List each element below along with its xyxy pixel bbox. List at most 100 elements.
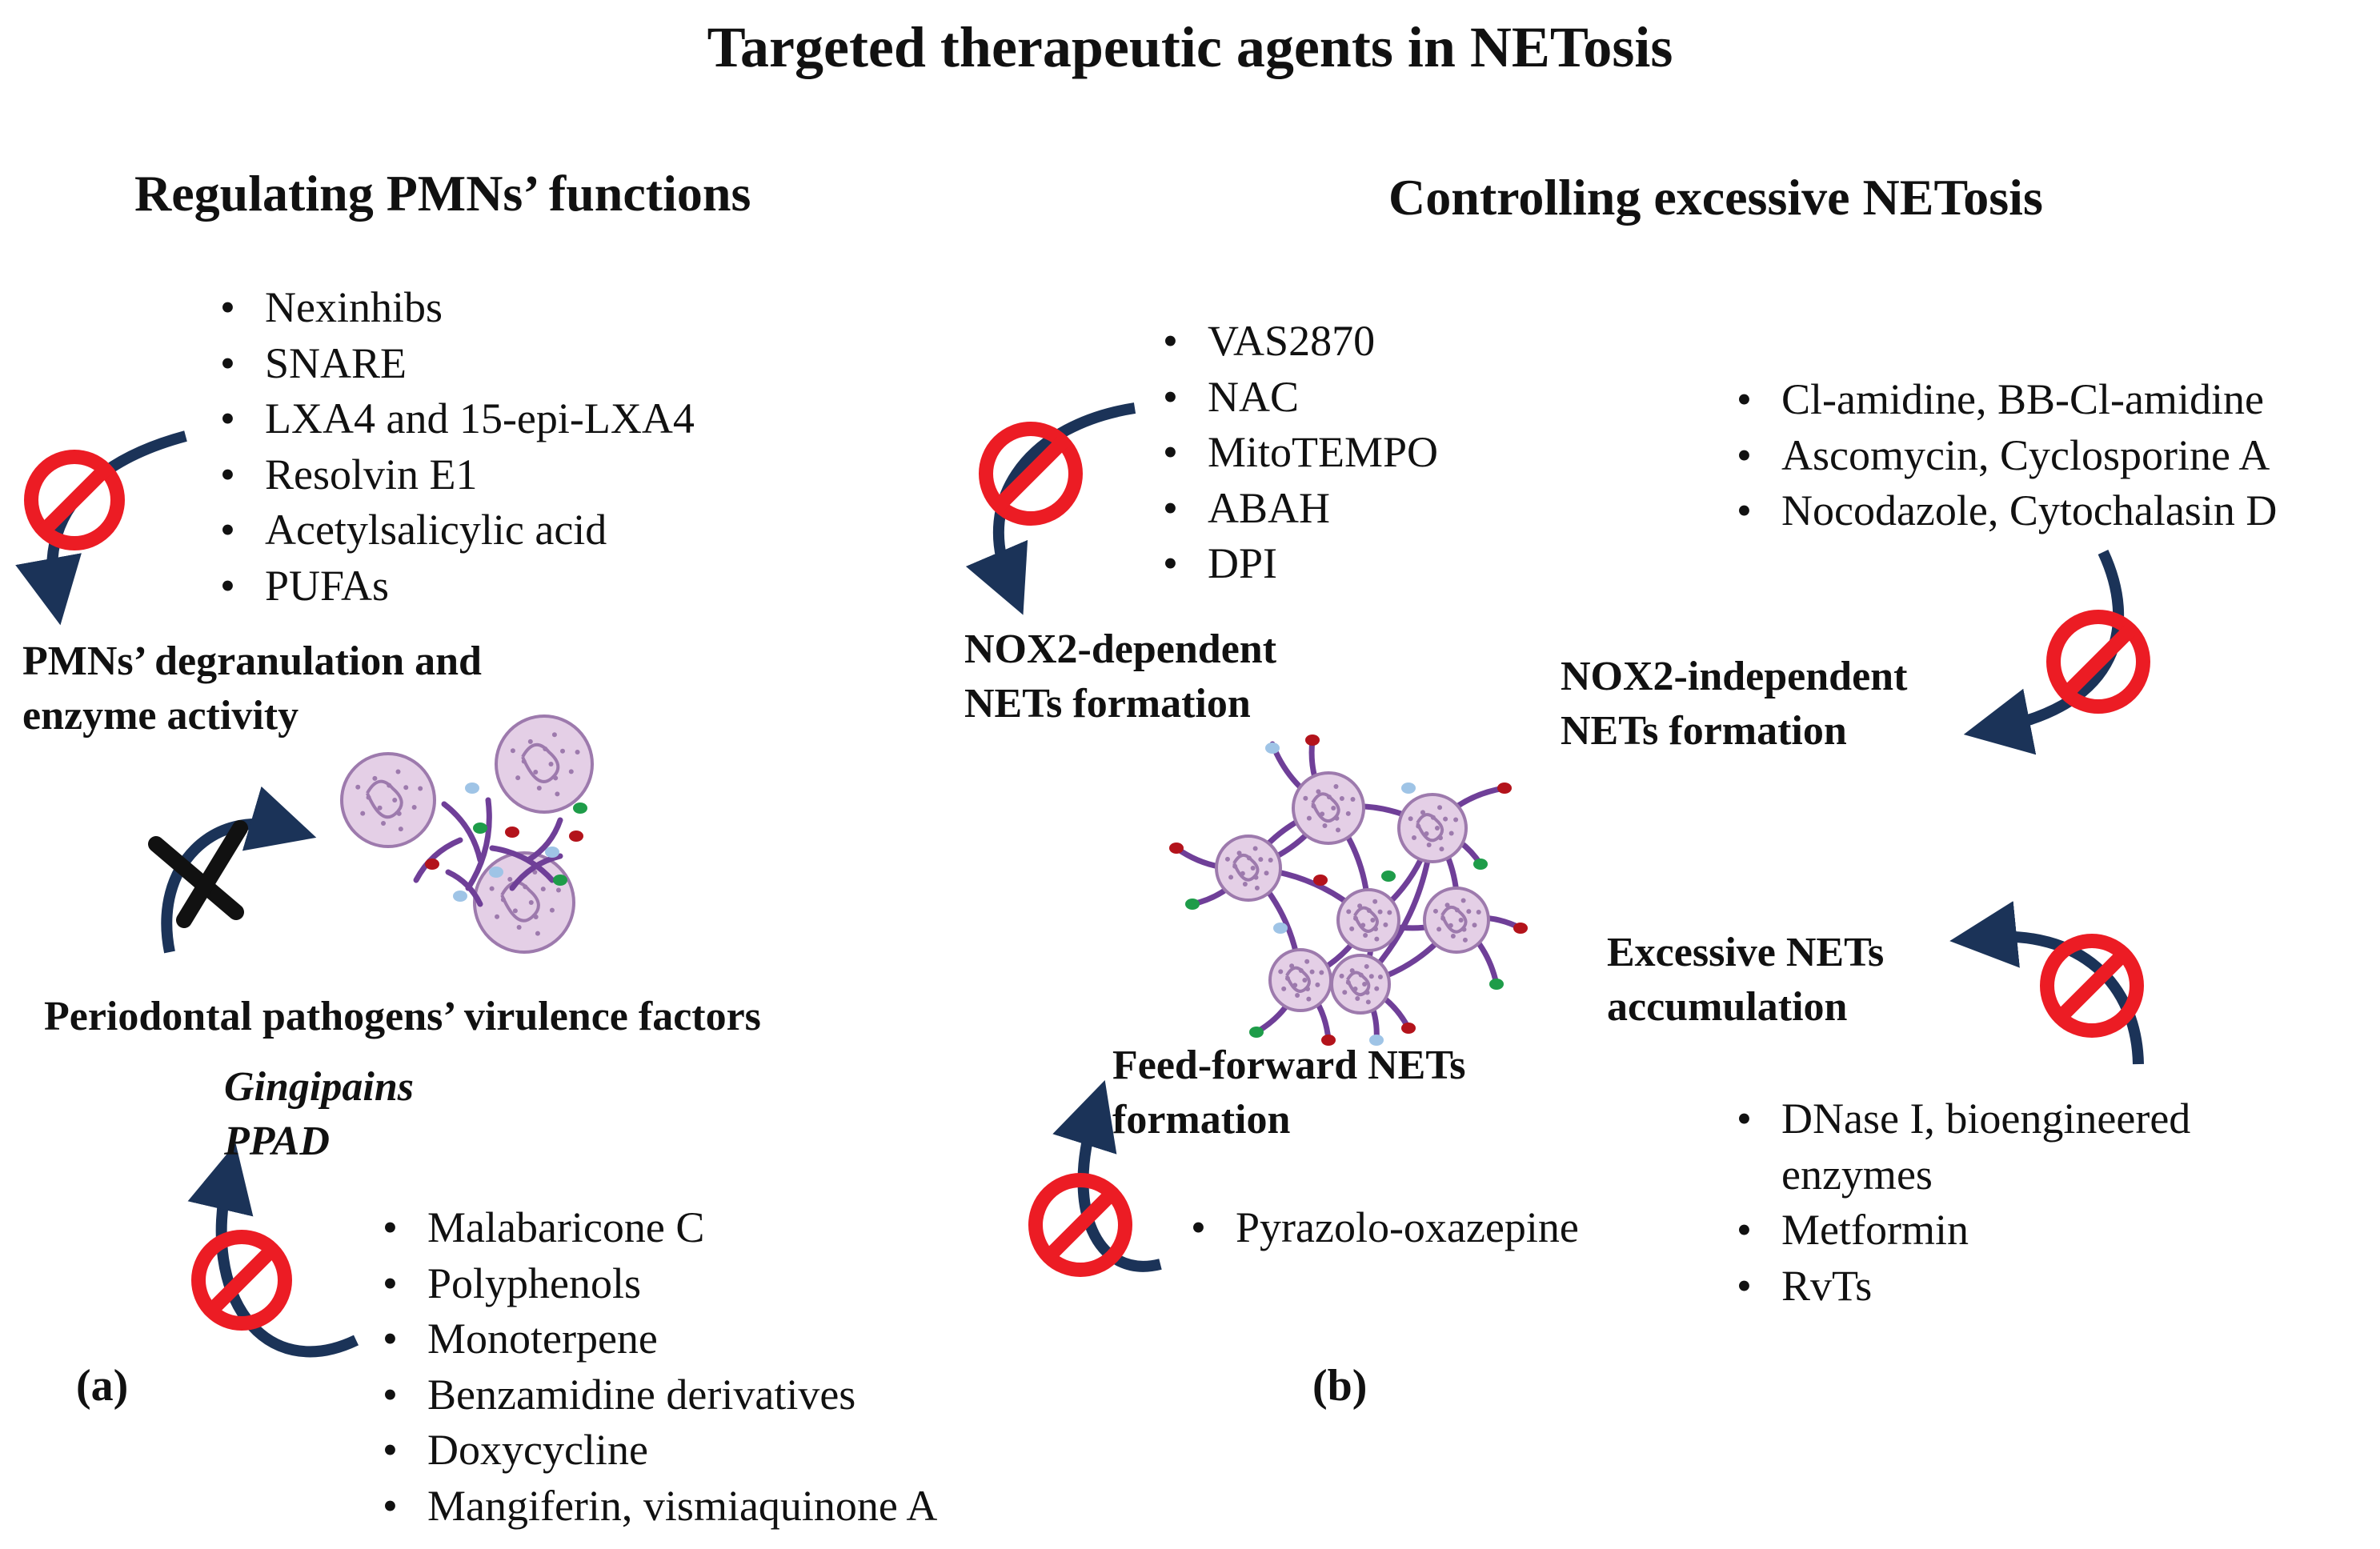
neutrophil-cell-icon [340,752,436,848]
granule [425,859,439,870]
list-item: NAC [1155,370,1438,426]
cross-mark-icon [148,820,248,928]
granule [573,803,587,814]
granule [553,875,567,886]
neutrophil-cell-icon [1215,835,1282,902]
neutrophil-cell-icon [1397,793,1468,863]
nox2-indep-inhibitor-list: Cl-amidine, BB-Cl-amidineAscomycin, Cycl… [1729,372,2277,539]
accumulation-prohibition-icon [2040,934,2144,1038]
panel-a-heading: Regulating PMNs’ functions [134,165,751,222]
list-item: Malabaricone C [375,1200,937,1256]
chromatin-fiber [509,853,563,891]
list-item: Monoterpene [375,1311,937,1367]
list-item: Cl-amidine, BB-Cl-amidine [1729,372,2277,428]
chromatin-fiber [413,837,463,883]
granule [1513,923,1528,934]
accumulation-label-line: Excessive NETs [1607,930,1885,975]
neutrophil-cell-icon [1336,888,1400,952]
granule [473,823,487,834]
list-item: DNase I, bioengineered [1729,1091,2190,1147]
panel-b-heading: Controlling excessive NETosis [1388,169,2043,226]
list-item: LXA4 and 15-epi-LXA4 [212,391,695,447]
list-item: Polyphenols [375,1256,937,1312]
nox2-dep-prohibition-icon [979,422,1083,526]
virulence-factor-names: Gingipains PPAD [224,1060,414,1169]
granule [1185,899,1200,910]
list-item: RvTs [1729,1259,2190,1315]
feed-forward-curved-arrow-icon [1052,1079,1162,1272]
nox2-dep-label-line: NETs formation [964,681,1251,726]
list-item: Metformin [1729,1203,2190,1259]
degranulation-label-line: PMNs’ degranulation and [22,638,482,684]
net-mesh-icon [1169,734,1528,1046]
list-item: Nocodazole, Cytochalasin D [1729,483,2277,539]
neutrophil-cell-icon [1330,954,1391,1015]
degranulation-label: PMNs’ degranulation and enzyme activity [22,634,482,743]
nox2-indep-label-line: NOX2-independent [1561,654,1908,699]
granule [1369,1035,1384,1046]
chromatin-fiber [465,797,492,891]
pmn-prohibition-icon [24,450,125,550]
granule [1265,742,1280,754]
neutrophil-cell-icon [473,851,575,954]
granule [1313,875,1328,886]
virulence-inhibitor-list: Malabaricone CPolyphenolsMonoterpeneBenz… [375,1200,937,1534]
granule [569,831,583,842]
list-item: PUFAs [212,558,695,614]
list-item: Resolvin E1 [212,447,695,503]
granule [1321,1035,1336,1046]
list-item: Ascomycin, Cyclosporine A [1729,428,2277,484]
virulence-factor: Gingipains [224,1064,414,1110]
list-item: Pyrazolo-oxazepine [1183,1200,1579,1256]
feed-forward-label-line: formation [1112,1097,1291,1143]
list-item: ABAH [1155,481,1438,537]
chromatin-fiber [489,845,555,883]
pmn-inhibitor-list: NexinhibsSNARELXA4 and 15-epi-LXA4Resolv… [212,280,695,614]
list-item: Nexinhibs [212,280,695,336]
accumulation-label-line: accumulation [1607,984,1848,1030]
chromatin-fiber [441,801,483,863]
granule [505,827,519,838]
nox2-dep-inhibitor-list: VAS2870NACMitoTEMPOABAHDPI [1155,314,1438,592]
blocked-curved-arrow-icon [161,786,317,954]
granule [1473,859,1488,870]
list-item: MitoTEMPO [1155,425,1438,481]
list-item: Acetylsalicylic acid [212,502,695,558]
granule [1305,734,1320,746]
neutrophil-cell-icon [495,714,594,814]
list-item: SNARE [212,336,695,392]
granule [545,847,559,858]
neutrophil-cell-icon [1423,887,1490,954]
degranulation-label-line: enzyme activity [22,693,299,738]
chromatin-fiber [445,869,483,907]
list-item: VAS2870 [1155,314,1438,370]
list-item: DPI [1155,536,1438,592]
granule [1401,783,1416,794]
nox2-dep-label-line: NOX2-dependent [964,626,1277,672]
list-item: Mangiferin, vismiaquinone A [375,1479,937,1535]
granule [1381,871,1396,882]
neutrophil-cell-icon [1292,771,1365,845]
nox2-indep-prohibition-icon [2046,610,2150,714]
nox2-indep-label-line: NETs formation [1561,708,1847,754]
granule [489,867,503,878]
list-item: enzymes [1781,1150,1933,1199]
granule [453,891,467,902]
accumulation-label: Excessive NETs accumulation [1607,926,1884,1035]
granule [1489,979,1504,990]
nox2-dep-label: NOX2-dependent NETs formation [964,622,1276,731]
virulence-factors-label: Periodontal pathogens’ virulence factors [44,994,761,1039]
granule [1497,783,1512,794]
list-item: Doxycycline [375,1423,937,1479]
virulence-factor: PPAD [224,1119,330,1164]
granule [1169,843,1184,854]
neutrophil-cell-icon [1268,948,1332,1012]
nox2-indep-label: NOX2-independent NETs formation [1561,650,1907,758]
granule [465,783,479,794]
nox2-dep-curved-arrow-icon [965,402,1136,615]
panel-a-label: (a) [76,1361,129,1411]
feed-forward-inhibitor-list: Pyrazolo-oxazepine [1183,1200,1579,1256]
virulence-prohibition-icon [191,1230,292,1331]
